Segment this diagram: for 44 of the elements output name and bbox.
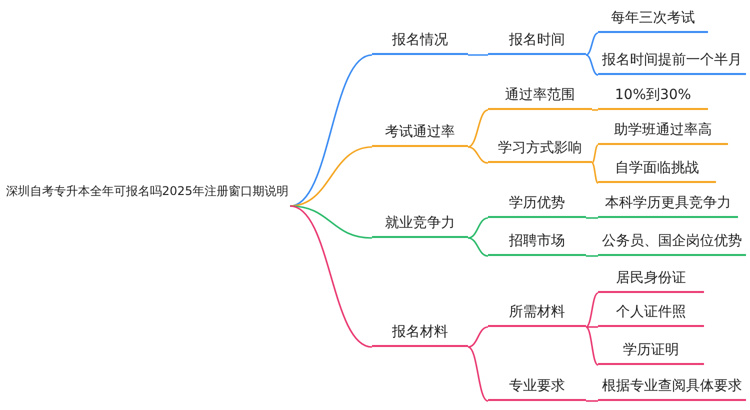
connector-line [468,237,488,257]
connector-line [468,346,488,402]
topic-node: 报名时间 [488,29,586,55]
topic-node: 通过率范围 [488,84,592,110]
topic-node: 助学班通过率高 [598,119,728,145]
connector-line [586,400,598,402]
topic-node: 报名情况 [372,29,468,55]
connector-line [290,205,372,348]
connector-line [586,326,598,366]
topic-node: 每年三次考试 [598,7,708,33]
connector-line [468,109,488,148]
central-topic: 深圳自考专升本全年可报名吗2025年注册窗口期说明 [6,180,290,206]
connector-line [586,54,598,76]
connector-line [468,326,488,348]
topic-node: 招聘市场 [488,230,586,256]
connector-line [592,109,598,111]
topic-node: 专业要求 [488,375,586,401]
topic-node: 根据专业查阅具体要求 [598,375,746,401]
topic-node: 本科学历更具竞争力 [598,192,738,218]
topic-node: 学历优势 [488,192,586,218]
connector-line [468,54,488,56]
topic-node: 学历证明 [598,339,704,365]
topic-node: 10%到30% [598,84,708,110]
connector-line [586,326,598,328]
connector-line [290,205,372,239]
topic-node: 个人证件照 [598,301,704,327]
topic-node: 报名材料 [372,321,468,347]
connector-line [586,217,598,219]
connector-line [586,255,598,257]
topic-node: 所需材料 [488,301,586,327]
topic-node: 公务员、国企岗位优势 [598,230,746,256]
topic-node: 自学面临挑战 [598,157,716,183]
connector-line [468,217,488,239]
connector-line [290,146,372,207]
connector-line [586,292,598,328]
topic-node: 报名时间提前一个半月 [598,49,746,75]
topic-node: 居民身份证 [598,267,704,293]
topic-node: 考试通过率 [372,121,468,147]
topic-node: 就业竞争力 [372,212,468,238]
connector-line [468,146,488,164]
connector-line [586,32,598,56]
connector-line [591,162,599,184]
connector-line [591,144,599,164]
topic-node: 学习方式影响 [488,137,592,163]
